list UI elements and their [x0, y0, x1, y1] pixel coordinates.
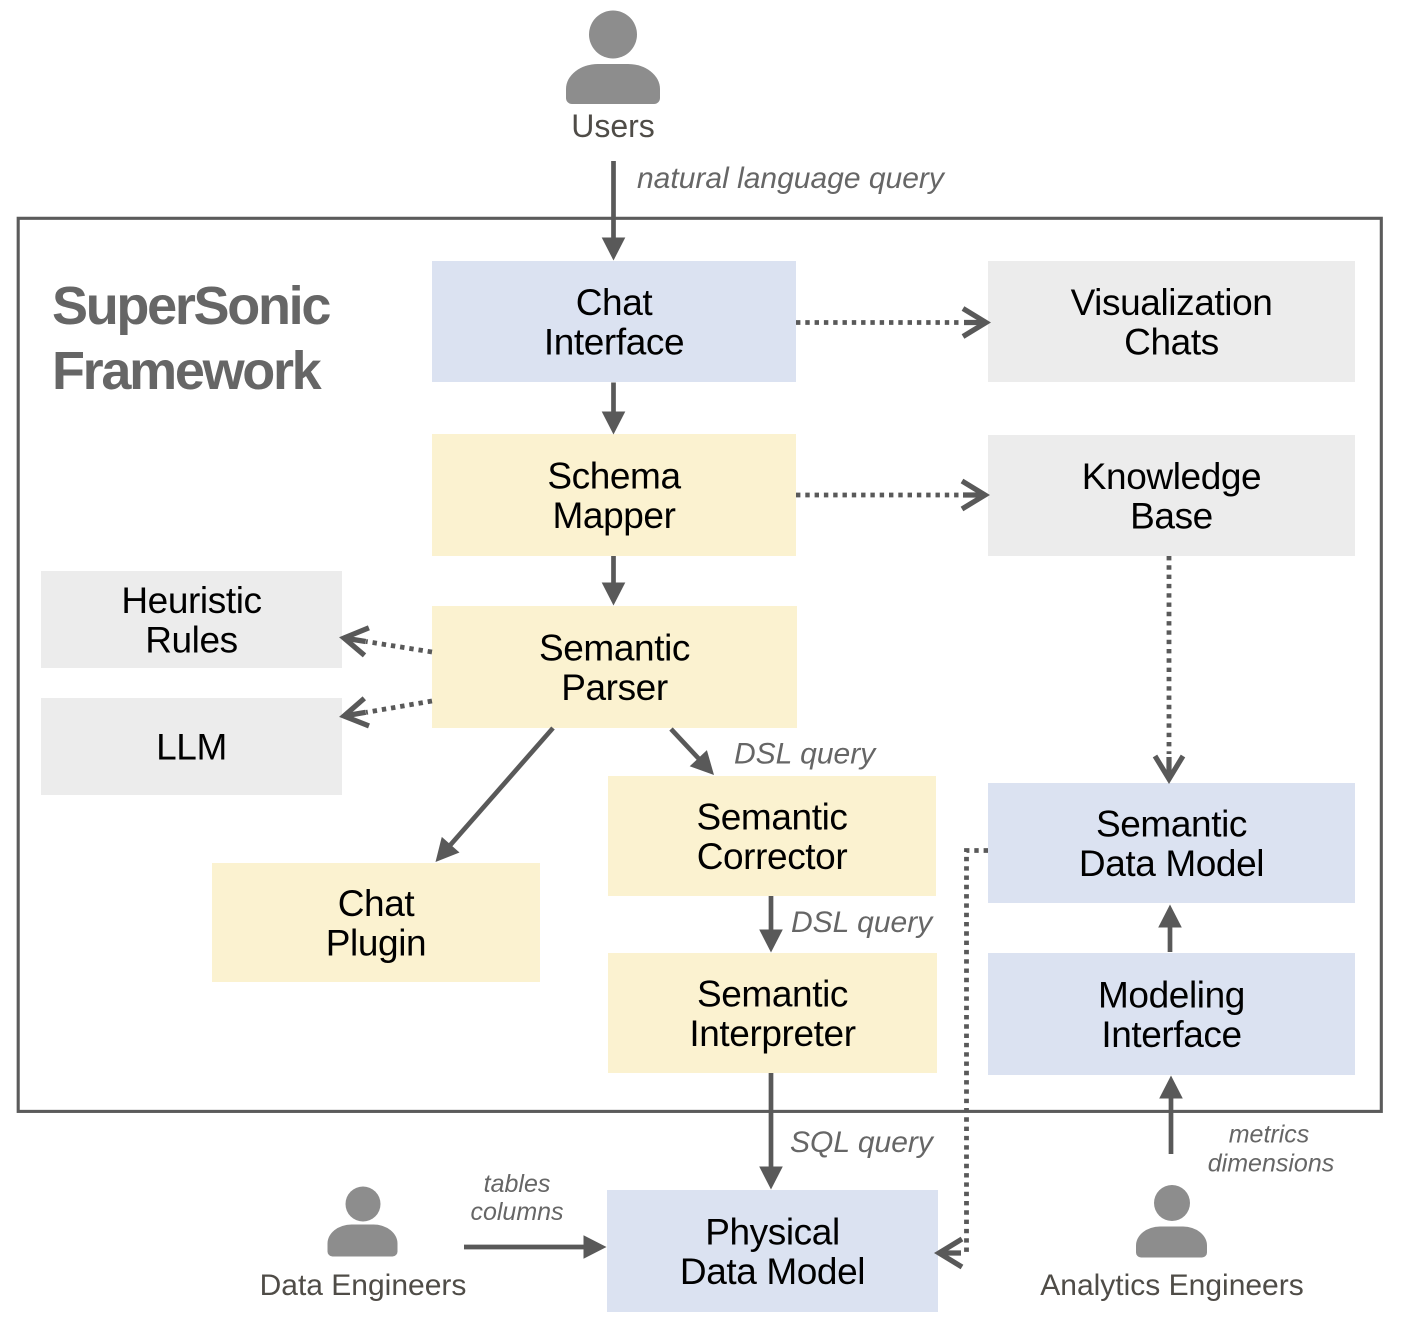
svg-text:Data Model: Data Model — [1079, 843, 1264, 884]
svg-text:Knowledge: Knowledge — [1082, 456, 1262, 497]
svg-text:Data Model: Data Model — [680, 1251, 865, 1292]
svg-text:metrics: metrics — [1229, 1121, 1310, 1149]
svg-text:Modeling: Modeling — [1098, 975, 1245, 1016]
svg-text:Interpreter: Interpreter — [689, 1013, 855, 1054]
svg-text:dimensions: dimensions — [1208, 1150, 1334, 1178]
svg-text:LLM: LLM — [156, 727, 227, 768]
svg-text:Base: Base — [1130, 496, 1213, 537]
svg-text:Users: Users — [571, 108, 655, 144]
svg-text:columns: columns — [470, 1198, 563, 1226]
svg-text:DSL query: DSL query — [734, 738, 877, 771]
svg-text:Physical: Physical — [705, 1212, 840, 1253]
svg-text:SuperSonic: SuperSonic — [52, 276, 330, 336]
svg-text:Plugin: Plugin — [326, 923, 426, 964]
svg-text:tables: tables — [484, 1170, 551, 1198]
svg-text:Chats: Chats — [1124, 322, 1219, 363]
svg-text:SQL query: SQL query — [790, 1126, 935, 1159]
svg-text:Semantic: Semantic — [539, 628, 690, 669]
svg-text:Chat: Chat — [338, 883, 416, 924]
svg-text:Heuristic: Heuristic — [121, 580, 261, 621]
svg-text:Parser: Parser — [561, 667, 668, 708]
svg-text:DSL query: DSL query — [791, 906, 934, 939]
svg-text:Semantic: Semantic — [1096, 804, 1247, 845]
svg-text:Data Engineers: Data Engineers — [260, 1269, 467, 1302]
svg-text:Framework: Framework — [52, 341, 323, 401]
svg-text:Interface: Interface — [544, 322, 684, 363]
svg-text:Rules: Rules — [145, 620, 238, 661]
svg-text:Analytics Engineers: Analytics Engineers — [1040, 1269, 1303, 1302]
svg-text:Corrector: Corrector — [697, 836, 848, 877]
svg-text:Visualization: Visualization — [1071, 282, 1273, 323]
svg-text:Interface: Interface — [1101, 1014, 1241, 1055]
svg-text:natural language query: natural language query — [637, 162, 946, 195]
svg-text:Schema: Schema — [547, 456, 681, 497]
svg-text:Chat: Chat — [576, 282, 654, 323]
svg-text:Semantic: Semantic — [696, 797, 847, 838]
svg-text:Mapper: Mapper — [552, 495, 675, 536]
svg-text:Semantic: Semantic — [697, 974, 848, 1015]
